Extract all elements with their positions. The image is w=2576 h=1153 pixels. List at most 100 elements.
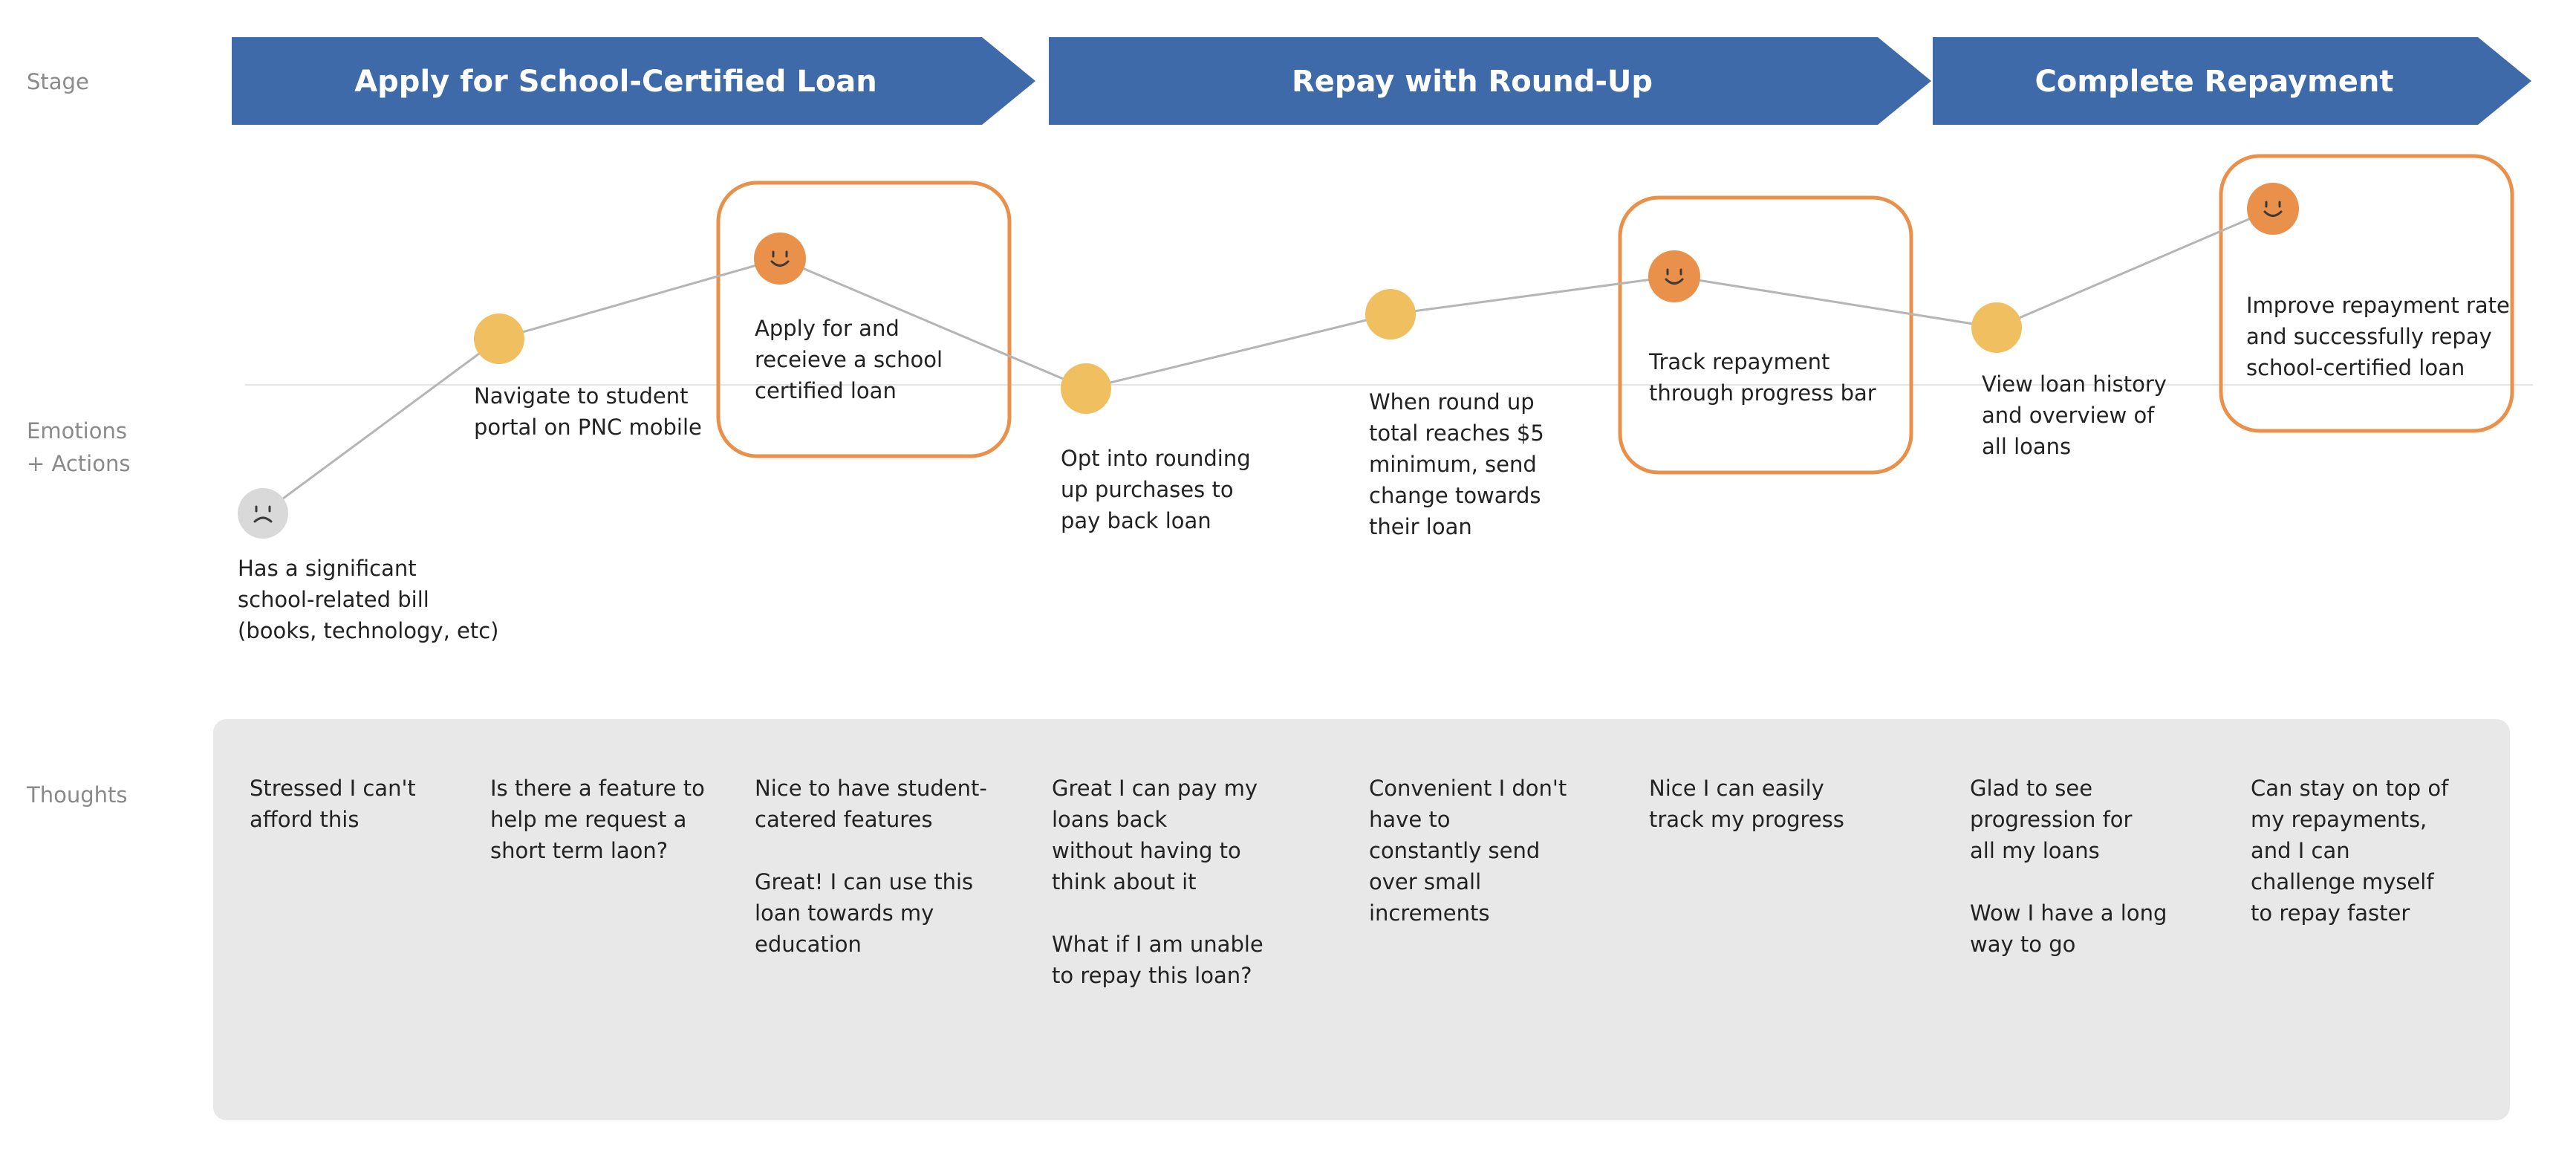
emotion-node-happy: [1648, 250, 1700, 302]
thoughts-panel: [213, 719, 2510, 1120]
connector-7: [1996, 207, 2274, 329]
emotion-node-happy: [754, 233, 806, 285]
stage-arrow-3: [1933, 37, 2531, 125]
action-line: school-certified loan: [2246, 355, 2465, 380]
thought-line: constantly send: [1369, 838, 1541, 863]
thought-text: Stressed I can't afford this: [250, 773, 416, 835]
emotion-node-3: [754, 233, 806, 285]
thought-line: track my progress: [1649, 807, 1844, 832]
action-line: all loans: [1982, 434, 2072, 459]
action-label-4: Opt into rounding up purchases to pay back…: [1061, 443, 1251, 536]
thought-line: loans back: [1052, 807, 1168, 832]
happy-face-icon: [770, 250, 790, 267]
thought-line: education: [755, 932, 862, 957]
thought-line: and I can: [2251, 838, 2350, 863]
thought-line: Stressed I can't: [250, 776, 416, 801]
row-label-actions: + Actions: [27, 451, 131, 476]
stage-label-1: Apply for School-Certified Loan: [354, 65, 877, 99]
action-line: and successfully repay: [2246, 324, 2492, 349]
emotion-node-sad: [238, 488, 288, 539]
stage-arrow-2: [1049, 37, 1931, 125]
thought-line: think about it: [1052, 869, 1197, 894]
action-line: portal on PNC mobile: [474, 415, 702, 440]
happy-face-icon: [1665, 268, 1684, 285]
thought-line: challenge myself: [2251, 869, 2434, 894]
emotion-node-4: [1061, 363, 1111, 414]
emotion-node-2: [474, 314, 524, 364]
action-line: Improve repayment rate: [2246, 293, 2510, 318]
action-line: change towards: [1369, 483, 1541, 508]
emotion-node-neutral: [1971, 302, 2022, 353]
action-line: receieve a school: [755, 347, 943, 372]
action-label-8: Improve repayment rate and successfully r…: [2246, 290, 2510, 383]
emotion-node-1: [238, 488, 288, 539]
action-line: minimum, send: [1369, 452, 1537, 477]
connector-2: [498, 257, 781, 340]
row-label-emotions: Emotions: [27, 418, 127, 444]
action-line: Apply for and: [755, 316, 900, 341]
thought-text: Wow I have a long way to go: [1970, 897, 2167, 960]
thought-line: Convenient I don't: [1369, 776, 1567, 801]
emotion-connectors: [262, 207, 2274, 515]
action-line: total reaches $5: [1369, 420, 1544, 446]
thought-line: Great! I can use this: [755, 869, 974, 894]
action-label-1: Has a significant school-related bill (boo…: [238, 553, 498, 646]
thought-line: Is there a feature to: [490, 776, 705, 801]
action-label-5: When round up total reaches $5 minimum, se…: [1369, 386, 1544, 542]
action-line: up purchases to: [1061, 477, 1234, 502]
thought-line: all my loans: [1970, 838, 2100, 863]
action-line: pay back loan: [1061, 508, 1211, 533]
emotion-node-neutral: [1061, 363, 1111, 414]
connector-1: [262, 337, 500, 515]
emotion-node-7: [1971, 302, 2022, 353]
action-line: school-related bill: [238, 587, 429, 612]
action-label-2: Navigate to student portal on PNC mobile: [474, 380, 702, 443]
highlight-box-6: [1618, 195, 1913, 475]
connector-6: [1674, 275, 1997, 329]
action-line: Has a significant: [238, 556, 417, 581]
action-line: When round up: [1369, 389, 1535, 415]
row-label-stage: Stage: [27, 69, 89, 94]
connector-4: [1085, 313, 1391, 390]
stage-arrow-1: [232, 37, 1035, 125]
connector-5: [1390, 275, 1675, 316]
emotion-node-8: [2247, 183, 2299, 235]
thought-line: What if I am unable: [1052, 932, 1263, 957]
thought-line: way to go: [1970, 932, 2076, 957]
action-line: Navigate to student: [474, 383, 689, 409]
emotion-node-5: [1365, 289, 1416, 340]
emotion-node-6: [1648, 250, 1700, 302]
stage-label-3: Complete Repayment: [2035, 65, 2394, 99]
action-line: Track repayment: [1649, 349, 1830, 374]
emotion-nodes: [238, 183, 2299, 539]
thought-line: to repay faster: [2251, 900, 2410, 926]
emotion-node-happy: [2247, 183, 2299, 235]
action-line: (books, technology, etc): [238, 618, 499, 643]
thought-line: Glad to see: [1970, 776, 2093, 801]
action-line: Opt into rounding: [1061, 446, 1251, 471]
highlight-boxes: [716, 154, 2514, 475]
thought-line: without having to: [1052, 838, 1241, 863]
thought-line: short term laon?: [490, 838, 669, 863]
happy-face-icon: [2263, 201, 2283, 217]
thought-line: Wow I have a long: [1970, 900, 2167, 926]
thought-line: afford this: [250, 807, 360, 832]
